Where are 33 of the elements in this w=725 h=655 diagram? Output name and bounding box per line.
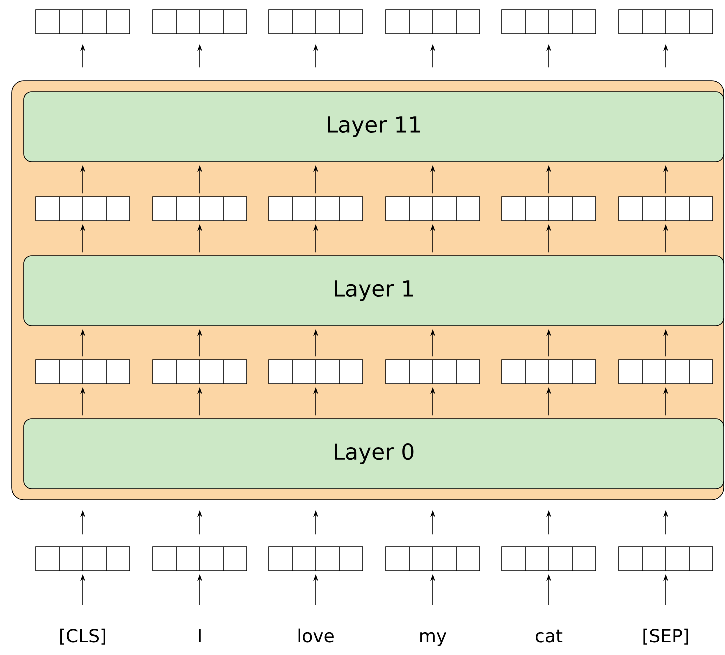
vector-box <box>502 10 596 34</box>
token-label: cat <box>536 630 563 643</box>
vector-box <box>386 360 480 384</box>
vector-box <box>386 10 480 34</box>
vector-box <box>36 10 130 34</box>
vector-box <box>386 196 480 222</box>
layer-box: Layer 0 <box>24 418 724 490</box>
vector-box <box>618 360 714 384</box>
token-label: love <box>298 628 334 643</box>
vector-box <box>36 360 130 384</box>
vector-box <box>502 196 596 222</box>
vector-box <box>152 360 248 384</box>
vector-box <box>618 196 714 222</box>
token-label: I <box>199 629 201 642</box>
layer-box: Layer 1 <box>24 256 724 326</box>
vector-box <box>618 10 714 34</box>
vector-box <box>268 360 364 384</box>
token-label: [CLS] <box>60 628 106 645</box>
layer-box: Layer 11 <box>24 92 724 162</box>
vector-box <box>152 10 248 34</box>
vector-box <box>36 196 130 222</box>
vector-box <box>618 546 714 572</box>
vector-box <box>386 546 480 572</box>
vector-box <box>152 196 248 222</box>
vector-box <box>502 360 596 384</box>
vector-box <box>268 546 364 572</box>
vector-box <box>152 546 248 572</box>
vector-box <box>36 546 130 572</box>
token-label: [SEP] <box>644 628 688 645</box>
token-label: my <box>420 632 447 646</box>
vector-box <box>268 10 364 34</box>
vector-box <box>268 196 364 222</box>
vector-box <box>502 546 596 572</box>
